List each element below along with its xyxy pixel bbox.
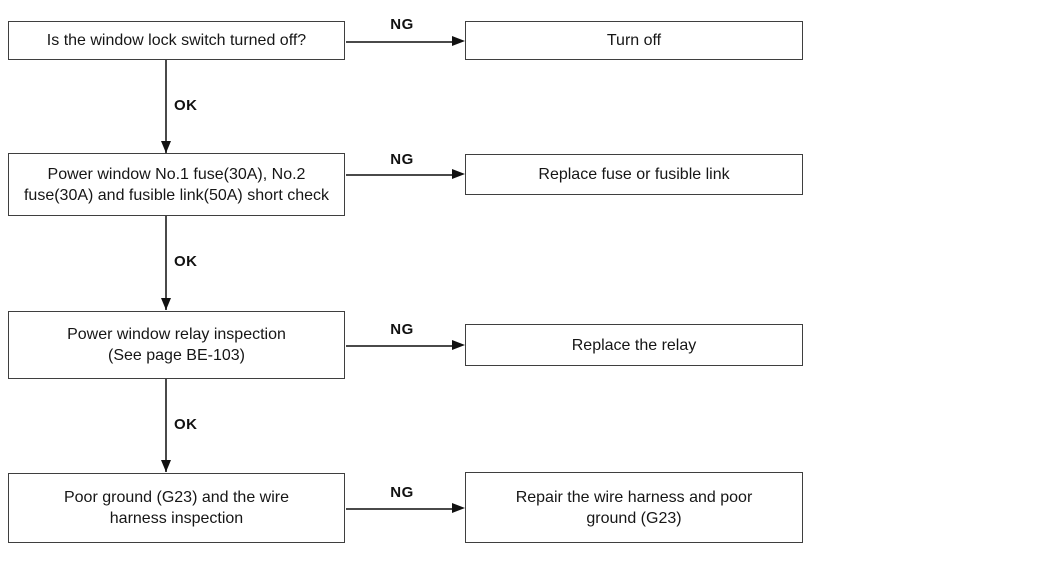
- step-3-action-label: Replace the relay: [571, 336, 697, 354]
- step-4-check-label: Poor ground (G23) and the wire harness i…: [63, 489, 289, 527]
- ng-label-3: NG: [390, 321, 414, 338]
- step-4-action-label: Repair the wire harness and poor ground …: [515, 488, 753, 527]
- step-3-action-box: Replace the relay: [465, 324, 803, 366]
- arrow-right-icon: [452, 169, 465, 179]
- ok-connector-line-2: [165, 216, 167, 310]
- ng-label-1: NG: [390, 16, 414, 33]
- arrow-right-icon: [452, 503, 465, 513]
- ok-label-3: OK: [174, 416, 198, 433]
- step-1-check-box: Is the window lock switch turned off?: [8, 21, 345, 60]
- ok-label-2: OK: [174, 253, 198, 270]
- step-1-action-label: Turn off: [606, 32, 662, 49]
- step-2-check-box: Power window No.1 fuse(30A), No.2 fuse(3…: [8, 153, 345, 216]
- arrow-down-icon: [160, 460, 171, 472]
- step-2-action-label: Replace fuse or fusible link: [538, 166, 730, 183]
- ng-connector-line-4: [346, 508, 453, 510]
- arrow-down-icon: [160, 298, 171, 310]
- step-2-action-box: Replace fuse or fusible link: [465, 154, 803, 195]
- arrow-right-icon: [452, 340, 465, 350]
- step-1-check-label: Is the window lock switch turned off?: [46, 32, 307, 49]
- step-2-check-label: Power window No.1 fuse(30A), No.2 fuse(3…: [23, 165, 330, 204]
- step-1-action-box: Turn off: [465, 21, 803, 60]
- step-3-check-label: Power window relay inspection (See page …: [67, 326, 286, 364]
- ok-connector-line-1: [165, 60, 167, 153]
- arrow-down-icon: [160, 141, 171, 153]
- step-4-check-box: Poor ground (G23) and the wire harness i…: [8, 473, 345, 543]
- ok-connector-line-3: [165, 379, 167, 472]
- ng-label-2: NG: [390, 151, 414, 168]
- ng-connector-line-1: [346, 41, 453, 43]
- arrow-right-icon: [452, 36, 465, 46]
- ng-connector-line-2: [346, 174, 453, 176]
- ng-label-4: NG: [390, 484, 414, 501]
- step-4-action-box: Repair the wire harness and poor ground …: [465, 472, 803, 543]
- step-3-check-box: Power window relay inspection (See page …: [8, 311, 345, 379]
- ng-connector-line-3: [346, 345, 453, 347]
- ok-label-1: OK: [174, 97, 198, 114]
